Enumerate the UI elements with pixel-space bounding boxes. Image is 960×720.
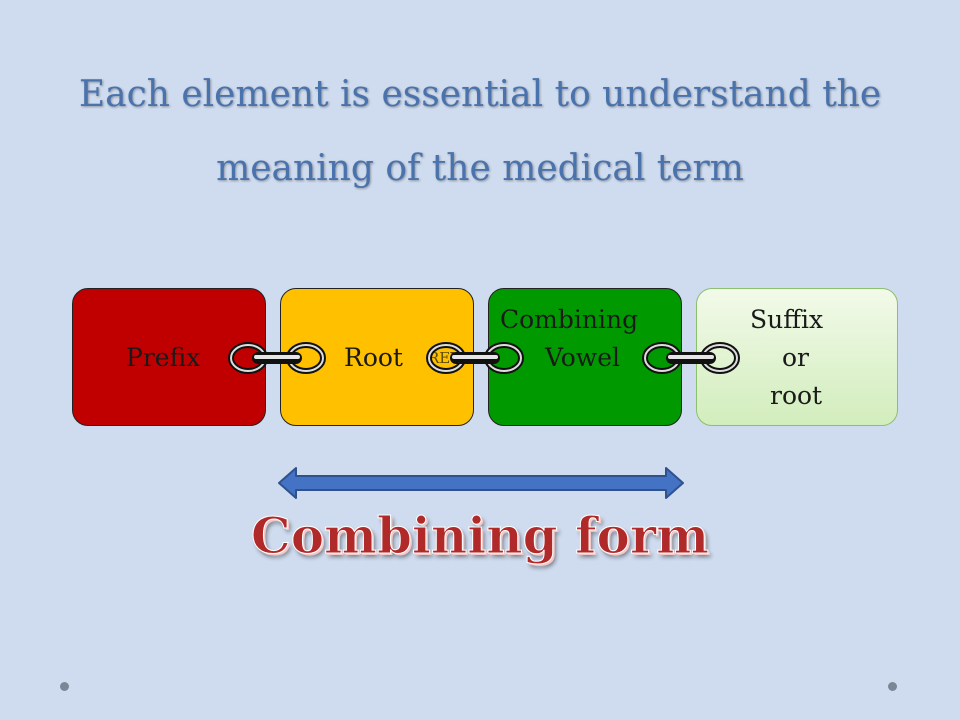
- combining-vowel-label-line-2: Vowel: [545, 343, 620, 372]
- root-label: Root: [344, 343, 403, 372]
- chain-link-icon: [228, 342, 326, 374]
- slide-title-line-2: meaning of the medical term: [216, 148, 744, 189]
- suffix-label-line-2: or: [782, 343, 810, 372]
- slide-bullet-dot-right: [888, 682, 897, 691]
- suffix-label-line-3: root: [770, 381, 823, 410]
- suffix-label-line-1: Suffix: [750, 305, 824, 334]
- chain-link-icon: [426, 342, 524, 374]
- combining-vowel-label-line-1: Combining: [500, 305, 639, 334]
- slide-title-line-1: Each element is essential to understand …: [78, 74, 882, 115]
- chain-link-icon: [642, 342, 740, 374]
- slide-bullet-dot-left: [60, 682, 69, 691]
- root-box: [280, 288, 474, 426]
- double-headed-arrow-icon: [278, 467, 684, 499]
- prefix-label: Prefix: [126, 343, 201, 372]
- suffix-box: [696, 288, 898, 426]
- combining-form-heading: Combining form: [250, 506, 710, 566]
